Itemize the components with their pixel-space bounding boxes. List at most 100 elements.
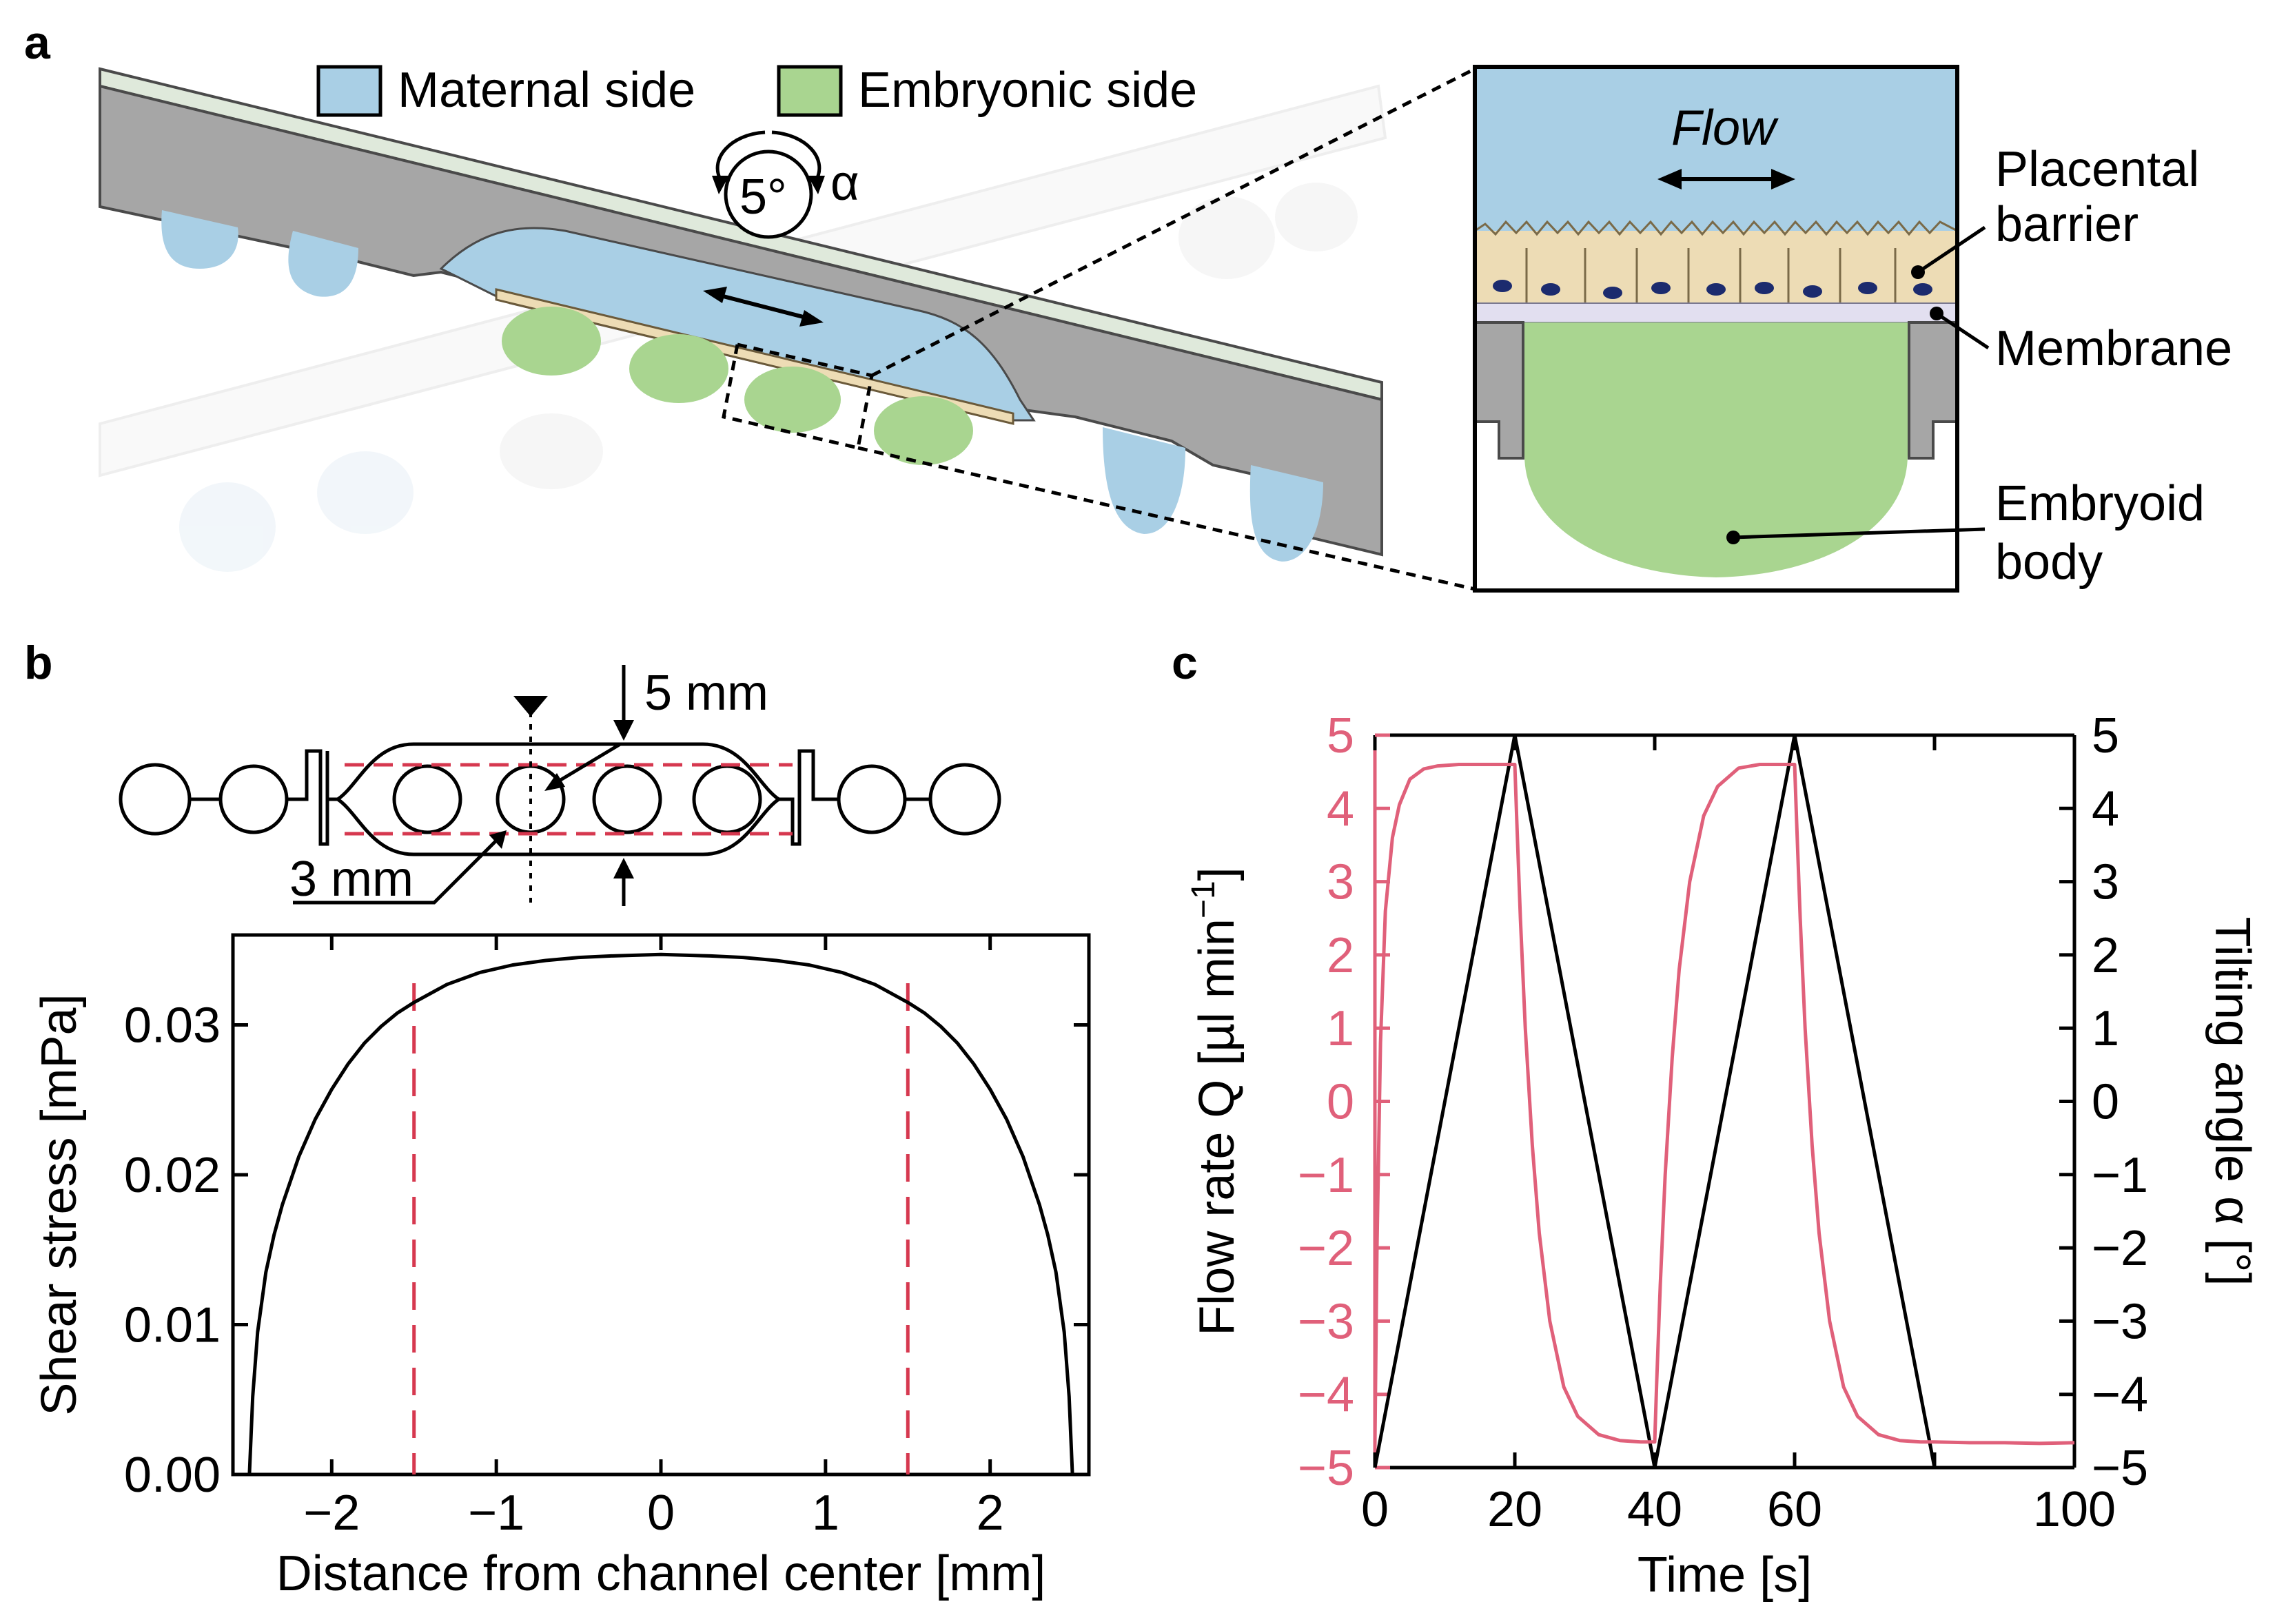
- schematic-channel-top: [327, 742, 780, 801]
- inset-flow-label: Flow: [1671, 101, 1779, 156]
- chart-c-ytick-label-right: 1: [2092, 1001, 2119, 1056]
- ghost-well: [179, 482, 276, 572]
- chart-c-ylabel-left-end: ]: [1190, 867, 1245, 881]
- nucleus: [1603, 287, 1622, 299]
- chart-c-ytick-label-right: 2: [2092, 928, 2119, 983]
- maternal-well: [288, 231, 358, 297]
- panel-b: b 5 mm 3 mm: [24, 637, 1091, 1601]
- chart-b-xtick-label: −1: [468, 1486, 524, 1541]
- ghost-well: [317, 451, 414, 534]
- chart-c-ytick-label-left: 4: [1327, 781, 1354, 836]
- schematic-well: [392, 764, 462, 834]
- zoom-region: [722, 342, 874, 451]
- schematic-well: [692, 764, 762, 834]
- chart-c-ytick-label-left: 1: [1327, 1001, 1354, 1056]
- tilt-arrowhead: [712, 176, 729, 194]
- chart-b-xlabel: Distance from channel center [mm]: [276, 1546, 1045, 1601]
- schematic-well: [218, 764, 289, 834]
- flow-arrow-head: [703, 287, 727, 303]
- maternal-well: [161, 210, 238, 269]
- chart-b-shear-curve: [247, 952, 1074, 1475]
- legend-label-embryonic: Embryonic side: [858, 63, 1197, 118]
- inner-width-leader: [293, 836, 501, 905]
- chart-b-ytick-label: 0.00: [124, 1448, 221, 1503]
- chart-c-xlabel: Time [s]: [1637, 1548, 1812, 1603]
- nucleus: [1541, 283, 1560, 296]
- chart-c-ytick-label-right: −2: [2092, 1221, 2148, 1276]
- embryonic-well: [629, 334, 728, 403]
- zoom-line-top: [870, 67, 1476, 378]
- schematic-well: [837, 764, 907, 834]
- nucleus: [1706, 283, 1726, 296]
- embryonic-well: [502, 307, 601, 376]
- nucleus: [1651, 282, 1671, 294]
- schematic-well: [592, 764, 662, 834]
- chart-c-xtick-label: 40: [1627, 1482, 1682, 1537]
- callout-body: body: [1995, 535, 2103, 590]
- inset-callouts: Placental barrier Membrane Embryoid body: [1726, 142, 2232, 590]
- inner-width-label: 3 mm: [289, 852, 414, 907]
- embryonic-well: [744, 367, 841, 433]
- flow-arrow-shaft: [709, 291, 817, 322]
- chart-b-ytick-label: 0.03: [124, 998, 221, 1053]
- schematic-well: [119, 763, 192, 836]
- chart-c-xtick-label: 20: [1487, 1482, 1542, 1537]
- panel-letter-c: c: [1172, 637, 1198, 689]
- nucleus: [1755, 282, 1774, 294]
- ghost-well: [500, 413, 603, 489]
- callout-membrane: Membrane: [1995, 321, 2232, 376]
- flow-arrow-head: [799, 310, 824, 327]
- inset-flow-arrowhead: [1771, 169, 1795, 189]
- chart-c-ytick-label-left: −2: [1298, 1221, 1354, 1276]
- chart-c-ytick-label-right: −3: [2092, 1294, 2148, 1349]
- tilted-chip: [99, 67, 1383, 562]
- schematic-serpentine: [287, 749, 329, 846]
- chart-c-ytick-label-left: −4: [1298, 1368, 1354, 1423]
- legend-swatch-maternal: [316, 65, 382, 117]
- maternal-well: [1249, 465, 1323, 562]
- nucleus: [1858, 282, 1877, 294]
- inset-embryoid-body: [1524, 322, 1908, 577]
- schematic-channel-bottom: [336, 797, 780, 856]
- legend-a: Maternal side Embryonic side: [316, 63, 1197, 118]
- nucleus: [1913, 283, 1932, 296]
- chart-c-xtick-label: 0: [1361, 1482, 1389, 1537]
- callout-barrier: barrier: [1995, 197, 2139, 252]
- panel-letter-a: a: [24, 17, 51, 69]
- chart-b-ylabel: Shear stress [mPa]: [32, 994, 87, 1415]
- chart-c-ytick-label-left: 5: [1327, 708, 1354, 763]
- tilt-arrowhead: [808, 176, 825, 194]
- tilt-arc-right: [771, 130, 821, 181]
- chart-c-ytick-label-right: −4: [2092, 1368, 2148, 1423]
- chart-c-ytick-label-left: 0: [1327, 1075, 1354, 1130]
- cell-nuclei: [1493, 280, 1932, 299]
- inset-flow-arrowhead: [1657, 169, 1682, 189]
- chart-c-xtick-label: 60: [1767, 1482, 1822, 1537]
- schematic-centerline-marker: [513, 696, 548, 717]
- chart-c-ytick-label-right: 0: [2092, 1075, 2119, 1130]
- panel-a: a: [24, 17, 2232, 593]
- inner-width-leader-head: [489, 830, 507, 849]
- callout-embryoid: Embryoid: [1995, 476, 2205, 531]
- width-label: 5 mm: [644, 666, 768, 721]
- chart-c-ytick-label-left: −3: [1298, 1294, 1354, 1349]
- callout-placental: Placental: [1995, 142, 2199, 197]
- chart-c-ylabel-right: Tilting angle α [°]: [2205, 917, 2260, 1286]
- chart-c-ytick-label-left: 2: [1327, 928, 1354, 983]
- tilt-alpha-label: α: [830, 156, 859, 211]
- zoom-line-bottom: [857, 446, 1476, 591]
- legend-swatch-embryonic: [777, 65, 843, 117]
- callout-line: [1917, 225, 1986, 274]
- ghost-well: [1178, 196, 1275, 279]
- tilt-circle: [724, 150, 813, 239]
- callout-line: [1935, 311, 1990, 350]
- chart-c-ytick-label-left: −5: [1298, 1441, 1354, 1496]
- nucleus: [1493, 280, 1512, 292]
- width-leader-head: [544, 773, 565, 791]
- chart-c-ylabel-left-sup: −1: [1185, 881, 1222, 918]
- schematic-serpentine: [779, 749, 837, 846]
- chart-c-flow-rate-curve: [1373, 763, 2075, 1446]
- zoom-inset: Flow: [1473, 65, 1959, 593]
